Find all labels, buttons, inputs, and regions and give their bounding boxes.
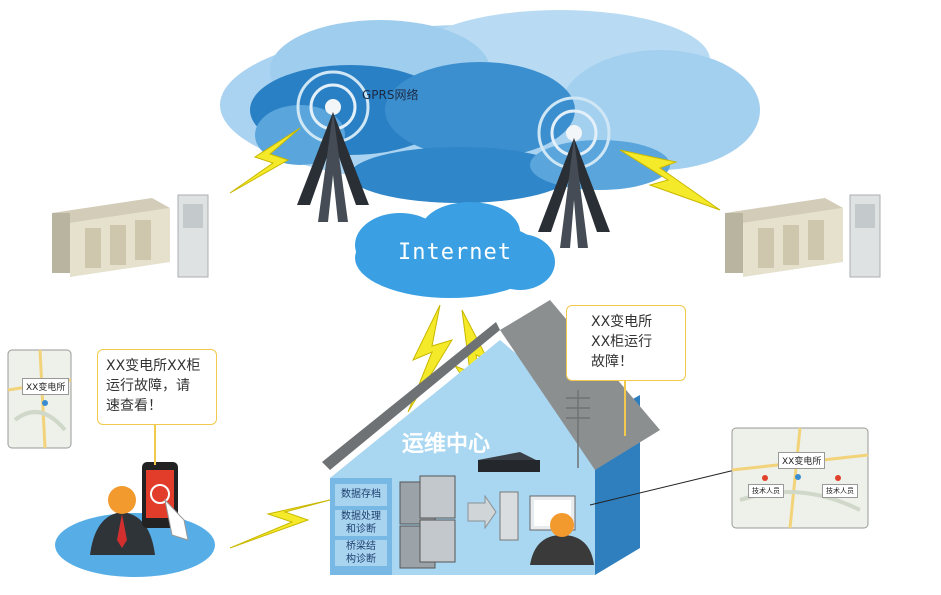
antenna-icon: [566, 390, 590, 468]
left-map-thumbnail: [7, 349, 72, 449]
bolt-left-icon: [229, 127, 301, 194]
arrow-icon: [467, 494, 497, 530]
phone-alert-callout: XX变电所XX柜 运行故障，请 速查看！: [97, 349, 217, 425]
gprs-cloud: [220, 10, 760, 203]
tower-right-icon: [537, 96, 611, 248]
bolt-phone-icon: [229, 499, 331, 549]
data-processing-label: 数据处理和诊断: [341, 511, 381, 535]
internet-label: Internet: [398, 240, 512, 265]
gprs-label: GPRS网络: [362, 88, 419, 102]
substation-left-icon: [52, 194, 209, 278]
bridge-diagnosis-label: 桥梁结构诊断: [346, 541, 376, 565]
right-map-tech-a: 技术人员: [748, 484, 784, 498]
mobile-user: [55, 462, 215, 577]
right-map-pin-label: XX变电所: [778, 452, 826, 469]
map-connector: [589, 469, 736, 506]
tower-left-icon: [296, 70, 370, 222]
data-storage-label: 数据存档: [341, 489, 381, 500]
internet-cloud: [355, 202, 555, 298]
operator-icon: [530, 513, 594, 565]
left-map-pin-label: XX变电所: [22, 378, 70, 395]
router-icon: [478, 452, 540, 472]
servers-icon: [399, 475, 456, 569]
substation-right-icon: [725, 194, 881, 278]
bolt-right-icon: [619, 149, 721, 211]
right-map-thumbnail: [731, 427, 869, 529]
center-title: 运维中心: [402, 432, 491, 457]
right-map-tech-b: 技术人员: [822, 484, 858, 498]
center-alert-callout: XX变电所 XX柜运行 故障！: [566, 305, 686, 381]
operations-center-house: [322, 300, 660, 575]
